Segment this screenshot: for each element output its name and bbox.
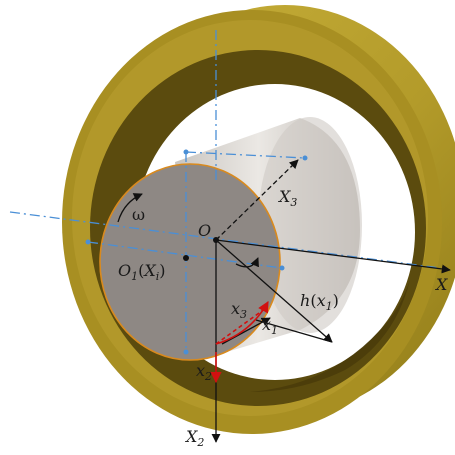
- shaft-horizontal-centerline: [87, 241, 283, 269]
- shaft-front-face: [99, 163, 281, 361]
- centerlines: [9, 30, 441, 352]
- shaft-center-point: [183, 255, 189, 261]
- x3-main: x: [231, 299, 240, 318]
- gap-h-vector: [215, 239, 333, 343]
- X2-sub: 2: [196, 436, 204, 449]
- x3-red-dashed: [215, 307, 267, 345]
- centerline-dot: [85, 239, 91, 245]
- centerline-dot: [183, 149, 189, 155]
- horizontal-centerline: [9, 211, 441, 269]
- O1-paren-close: ): [159, 261, 165, 280]
- O1-X: X: [142, 261, 156, 280]
- h-label: h(x1): [300, 291, 339, 313]
- X1-label: X: [434, 275, 448, 294]
- O1-paren-open: (: [138, 261, 144, 280]
- centerline-dots: [85, 149, 308, 355]
- O1-i: i: [156, 270, 160, 283]
- axis-x3: [215, 159, 299, 241]
- shaft: [99, 117, 362, 361]
- centerline-dot: [302, 155, 308, 161]
- centerline-dot: [183, 349, 189, 355]
- X2-main: X: [184, 427, 198, 446]
- axis-x1: [215, 239, 451, 274]
- x2-label: x2: [196, 361, 212, 383]
- X2-label: X2: [184, 427, 204, 449]
- origin-label: O: [198, 221, 211, 240]
- x1-main: x: [262, 315, 271, 334]
- x3-sub: 3: [240, 308, 247, 321]
- centerline-dot: [279, 265, 285, 271]
- X3-sub: 3: [290, 196, 297, 209]
- h-sub: 1: [326, 300, 333, 313]
- shaft-back-end: [258, 117, 362, 333]
- x1-local-axis: [221, 317, 271, 345]
- rotation-arrow-icon: [117, 193, 143, 223]
- x1-red-arc: [215, 301, 269, 345]
- O1-sub: 1: [131, 270, 138, 283]
- x1-label: x1: [262, 315, 278, 337]
- x3-label: x3: [231, 299, 247, 321]
- X1-main: X: [434, 275, 448, 294]
- x2-sub: 2: [204, 370, 212, 383]
- X3-label: X3: [277, 187, 297, 209]
- X3-main: X: [277, 187, 291, 206]
- bearing-inner-shadow: [250, 280, 410, 392]
- O1-label: O1(Xi): [118, 261, 166, 283]
- h-paren-close: ): [333, 291, 339, 310]
- omega-label: ω: [132, 205, 145, 224]
- axes: [211, 159, 451, 443]
- h-main: h: [300, 291, 310, 310]
- h-paren-open: (: [310, 291, 316, 310]
- x1-sub: 1: [271, 324, 278, 337]
- angle-arc-icon: [235, 257, 259, 268]
- red-arrows: [210, 301, 269, 384]
- O1-main: O: [118, 261, 131, 280]
- h-x: x: [317, 291, 326, 310]
- x2-main: x: [196, 361, 205, 380]
- origin-point: [213, 237, 219, 243]
